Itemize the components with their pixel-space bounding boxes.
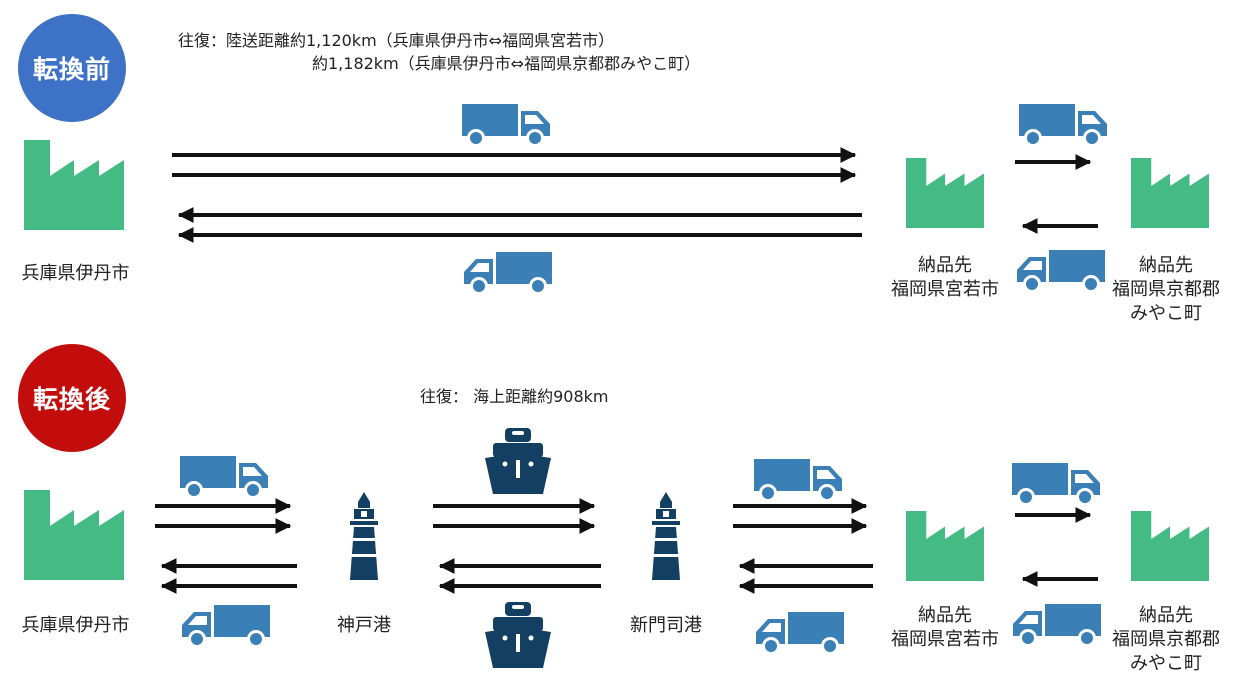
before-distance-note-2: 約1,182km（兵庫県伊丹市⇔福岡県京都郡みやこ町） — [312, 54, 701, 73]
truck-icon — [1015, 250, 1105, 292]
truck-icon — [462, 252, 552, 294]
truck-icon — [1011, 604, 1101, 646]
truck-icon — [462, 104, 552, 146]
before-badge-label: 転換前 — [32, 55, 111, 84]
before-dest2-line1: 納品先 — [1139, 255, 1193, 276]
truck-icon — [754, 612, 844, 654]
before-dest2-line2: 福岡県京都郡 — [1112, 279, 1220, 300]
truck-icon — [180, 456, 270, 498]
after-dest1-line2: 福岡県宮若市 — [891, 629, 999, 650]
before-dest2-label: 納品先 福岡県京都郡 みやこ町 — [1096, 254, 1236, 326]
ship-icon — [483, 600, 553, 670]
factory-icon — [900, 158, 990, 228]
before-dest1-line2: 福岡県宮若市 — [891, 279, 999, 300]
before-origin-label: 兵庫県伊丹市 — [21, 263, 130, 284]
before-dest2-line3: みやこ町 — [1130, 303, 1202, 324]
factory-icon — [1125, 158, 1215, 228]
before-dest1-label: 納品先 福岡県宮若市 — [870, 254, 1020, 302]
truck-icon — [1019, 104, 1109, 146]
ship-icon — [483, 426, 553, 496]
factory-icon — [900, 511, 990, 581]
after-dest1-line1: 納品先 — [918, 605, 972, 626]
lighthouse-icon — [646, 492, 686, 580]
after-badge-label: 転換後 — [32, 385, 111, 414]
factory-icon — [24, 490, 124, 580]
before-dest1-line1: 納品先 — [918, 255, 972, 276]
after-dest1-label: 納品先 福岡県宮若市 — [870, 604, 1020, 652]
truck-icon — [1012, 463, 1102, 505]
factory-icon — [1125, 511, 1215, 581]
after-dest2-line1: 納品先 — [1139, 605, 1193, 626]
after-dest2-line2: 福岡県京都郡 — [1112, 629, 1220, 650]
after-origin-label: 兵庫県伊丹市 — [21, 615, 130, 636]
after-distance-note: 往復： 海上距離約908km — [420, 387, 609, 406]
before-badge: 転換前 — [18, 14, 126, 122]
port2-label: 新門司港 — [630, 615, 702, 636]
after-badge: 転換後 — [18, 344, 126, 452]
truck-icon — [180, 605, 270, 647]
truck-icon — [754, 459, 844, 501]
after-dest2-label: 納品先 福岡県京都郡 みやこ町 — [1096, 604, 1236, 676]
factory-icon — [24, 140, 124, 230]
lighthouse-icon — [344, 492, 384, 580]
port1-label: 神戸港 — [337, 615, 391, 636]
before-distance-note-1: 往復：陸送距離約1,120km（兵庫県伊丹市⇔福岡県宮若市） — [178, 31, 615, 50]
after-dest2-line3: みやこ町 — [1130, 653, 1202, 674]
